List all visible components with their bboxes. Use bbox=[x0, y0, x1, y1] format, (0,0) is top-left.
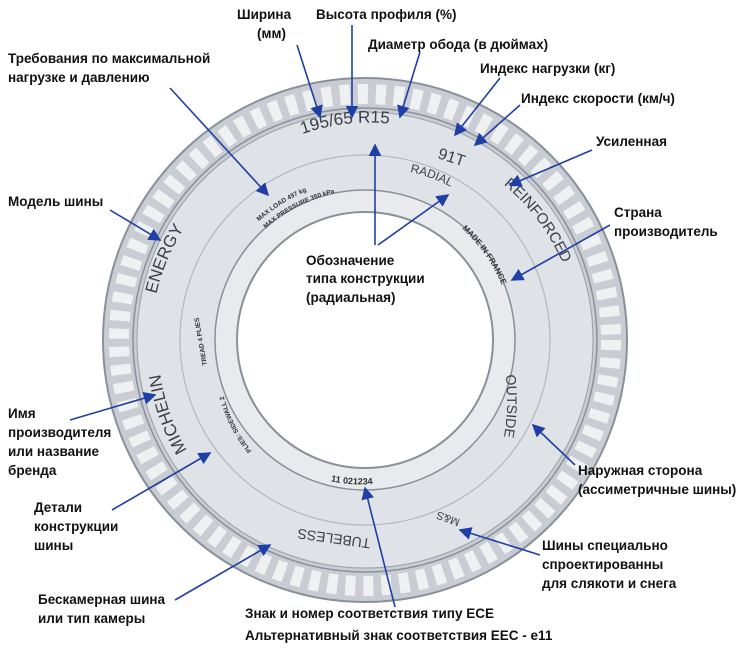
label-outside: Наружная сторона (ассиметричные шины) bbox=[578, 463, 736, 497]
label-speed-index: Индекс скорости (км/ч) bbox=[521, 91, 675, 106]
label-ece: Знак и номер соответствия типу ECE Альте… bbox=[245, 606, 553, 643]
arrow-model bbox=[109, 209, 162, 241]
callout-arrows bbox=[69, 25, 611, 608]
marking-ece-number: 11 021234 bbox=[330, 473, 372, 486]
arrow-construction-b bbox=[377, 194, 450, 246]
label-manufacturer: Имя производителя или название бренда bbox=[8, 406, 115, 478]
arrow-mud-snow bbox=[458, 527, 541, 556]
tire-tread-band bbox=[109, 84, 621, 596]
arrow-width bbox=[296, 44, 323, 119]
tire-tread-inner-line bbox=[132, 107, 598, 573]
label-load-index: Индекс нагрузки (кг) bbox=[480, 61, 615, 76]
label-width: Ширина (мм) bbox=[237, 7, 295, 41]
callout-labels: Ширина (мм) Высота профиля (%) Диаметр о… bbox=[8, 7, 736, 643]
label-reinforced: Усиленная bbox=[596, 134, 667, 149]
marking-outside: OUTSIDE bbox=[501, 374, 520, 439]
arrow-ece bbox=[361, 486, 396, 608]
label-construction: Обозначение типа конструкции (радиальная… bbox=[306, 253, 428, 305]
arrow-max-load bbox=[169, 87, 270, 197]
label-country: Страна производитель bbox=[614, 205, 718, 239]
tire-sidewall-ring bbox=[179, 154, 551, 526]
label-mud-snow: Шины специально спроектированны для сляк… bbox=[542, 538, 677, 591]
rim-hole bbox=[236, 211, 494, 469]
tire bbox=[102, 77, 628, 603]
arrow-speed-index bbox=[473, 104, 521, 147]
label-tubeless: Бескамерная шина или тип камеры bbox=[38, 592, 169, 626]
arrow-rim bbox=[397, 51, 421, 119]
arrow-country bbox=[510, 224, 611, 281]
arrow-tubeless bbox=[174, 544, 272, 601]
arrow-reinforced bbox=[508, 149, 593, 187]
arrow-load-index bbox=[454, 77, 501, 137]
arrow-outside bbox=[531, 423, 576, 466]
label-construction-details: Детали конструкции шины bbox=[34, 500, 122, 553]
label-max-load-pressure: Требования по максимальной нагрузке и да… bbox=[8, 51, 214, 85]
label-rim-diameter: Диаметр обода (в дюймах) bbox=[368, 37, 548, 52]
arrow-construction-details bbox=[111, 452, 212, 511]
label-model: Модель шины bbox=[8, 194, 103, 209]
arrow-manufacturer bbox=[69, 392, 157, 421]
label-profile-height: Высота профиля (%) bbox=[316, 7, 457, 22]
